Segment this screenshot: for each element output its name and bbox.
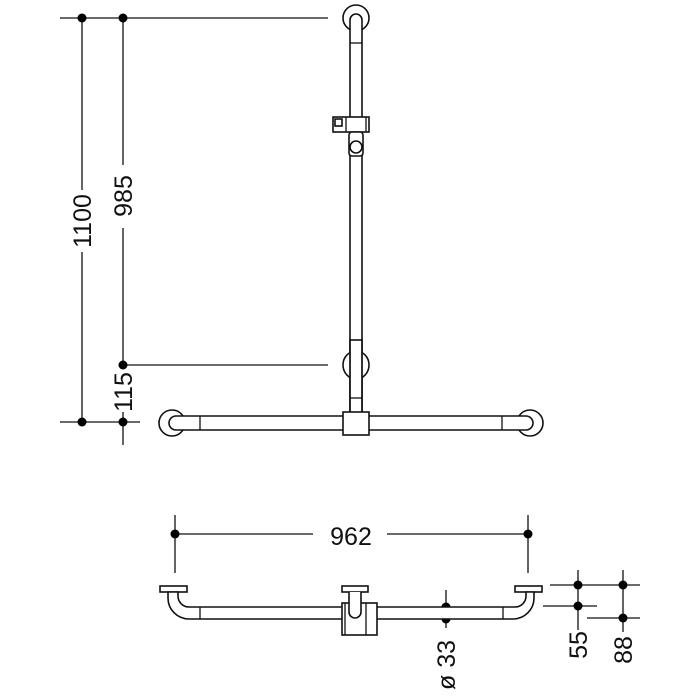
top-view-dimensions: 962 ø 33 55 88 [170, 515, 640, 690]
front-view-dimensions: 1100 985 115 [60, 13, 328, 445]
front-view-rail [158, 4, 544, 437]
dimension-962: 962 [330, 523, 372, 551]
dimension-1100: 1100 [69, 194, 97, 248]
shower-head-holder [332, 116, 370, 157]
dimension-55: 55 [565, 631, 593, 659]
dimension-88: 88 [610, 636, 638, 664]
dimension-115: 115 [110, 372, 138, 412]
dimension-985: 985 [110, 175, 138, 217]
top-view-rail [159, 585, 543, 636]
dimension-diameter-33: ø 33 [433, 640, 461, 690]
